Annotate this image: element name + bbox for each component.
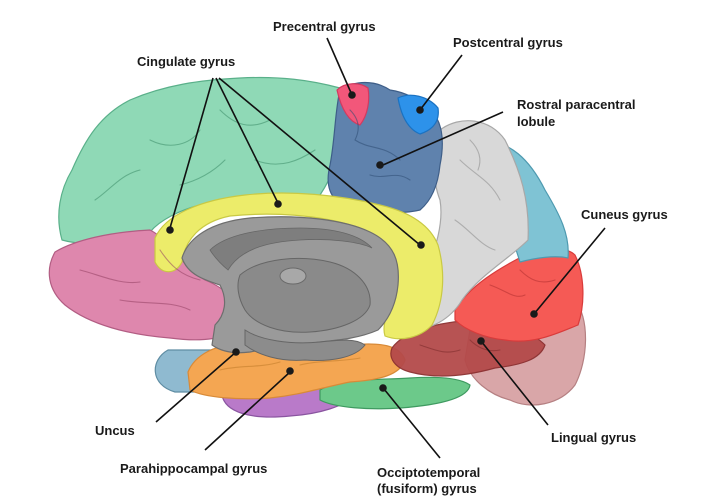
pointer-dots (166, 91, 538, 392)
leader-precentral (326, 37, 353, 96)
dot-cingulate-1 (166, 226, 174, 234)
dot-cingulate-3 (417, 241, 425, 249)
leader-uncus (155, 351, 237, 423)
dot-uncus (232, 348, 240, 356)
region-brainstem (244, 329, 366, 361)
label-postcentral-gyrus: Postcentral gyrus (453, 35, 563, 50)
dot-postcentral (416, 106, 424, 114)
leader-cingulate-3 (218, 77, 421, 246)
label-occipitotemporal-line2: (fusiform) gyrus (377, 481, 477, 496)
corpus-callosum-inner (209, 227, 373, 271)
label-rostral-paracentral-line1: Rostral paracentral (517, 97, 636, 112)
label-lingual-gyrus: Lingual gyrus (551, 430, 637, 445)
thalamus-adhesion (279, 267, 307, 285)
region-cuneus (454, 248, 584, 342)
label-cuneus-gyrus: Cuneus gyrus (581, 207, 668, 222)
sulci-lines (79, 109, 556, 371)
dot-precentral (348, 91, 356, 99)
region-cingulate (154, 192, 444, 340)
dot-rostral-paracentral (376, 161, 384, 169)
dot-cuneus (530, 310, 538, 318)
dot-parahippocampal (286, 367, 294, 375)
label-uncus: Uncus (95, 423, 135, 438)
label-precentral-gyrus: Precentral gyrus (273, 19, 376, 34)
label-rostral-paracentral-line2: lobule (517, 114, 556, 129)
leader-lingual (480, 340, 549, 426)
leader-postcentral (419, 54, 463, 111)
leader-occipitotemporal (383, 388, 441, 459)
dot-lingual (477, 337, 485, 345)
region-postcentral (397, 94, 439, 135)
region-diencephalon (237, 258, 371, 333)
leader-parahippocampal (204, 371, 291, 451)
leader-cingulate-2 (215, 77, 279, 204)
label-cingulate-gyrus: Cingulate gyrus (137, 54, 236, 69)
region-precentral (336, 83, 370, 126)
leader-rostral-paracentral (382, 111, 504, 166)
label-parahippocampal-gyrus: Parahippocampal gyrus (120, 461, 268, 476)
leader-cingulate-1 (169, 77, 214, 229)
dot-cingulate-2 (274, 200, 282, 208)
leader-lines (155, 37, 606, 459)
leader-cuneus (533, 227, 606, 315)
dot-occipitotemporal (379, 384, 387, 392)
label-occipitotemporal-line1: Occiptotemporal (377, 465, 481, 480)
region-fusiform (319, 376, 471, 410)
